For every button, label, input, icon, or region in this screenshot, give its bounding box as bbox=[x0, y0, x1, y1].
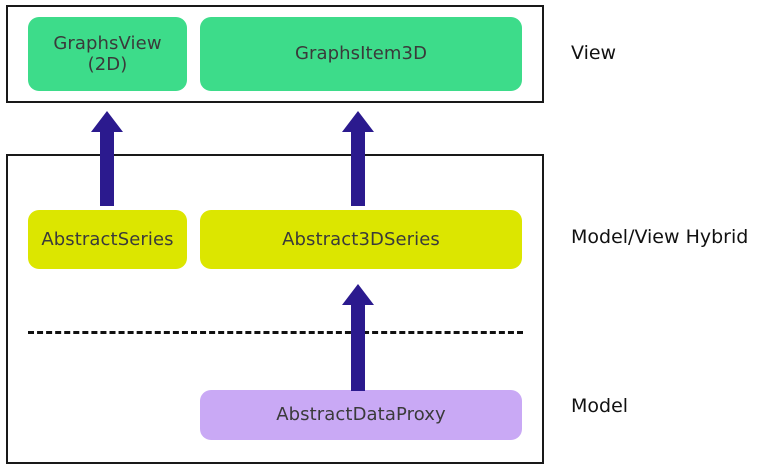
node-abstractseries[interactable]: AbstractSeries bbox=[28, 210, 187, 269]
node-abstractdataproxy[interactable]: AbstractDataProxy bbox=[200, 390, 522, 440]
node-graphsview-2d[interactable]: GraphsView (2D) bbox=[28, 17, 187, 91]
layer-label-model: Model bbox=[571, 395, 629, 417]
node-abstract3dseries[interactable]: Abstract3DSeries bbox=[200, 210, 522, 269]
model-hybrid-separator-dashed-line bbox=[28, 331, 523, 334]
arrow-up-icon-abstractseries-to-graphsview bbox=[91, 111, 123, 206]
node-graphsitem3d[interactable]: GraphsItem3D bbox=[200, 17, 522, 91]
layer-label-model-view-hybrid: Model/View Hybrid bbox=[571, 226, 749, 248]
layer-label-view: View bbox=[571, 42, 617, 64]
arrow-up-icon-abstract3dseries-to-graphsitem3d bbox=[342, 111, 374, 206]
arrow-up-icon-abstractdataproxy-to-abstract3dseries bbox=[342, 284, 374, 391]
